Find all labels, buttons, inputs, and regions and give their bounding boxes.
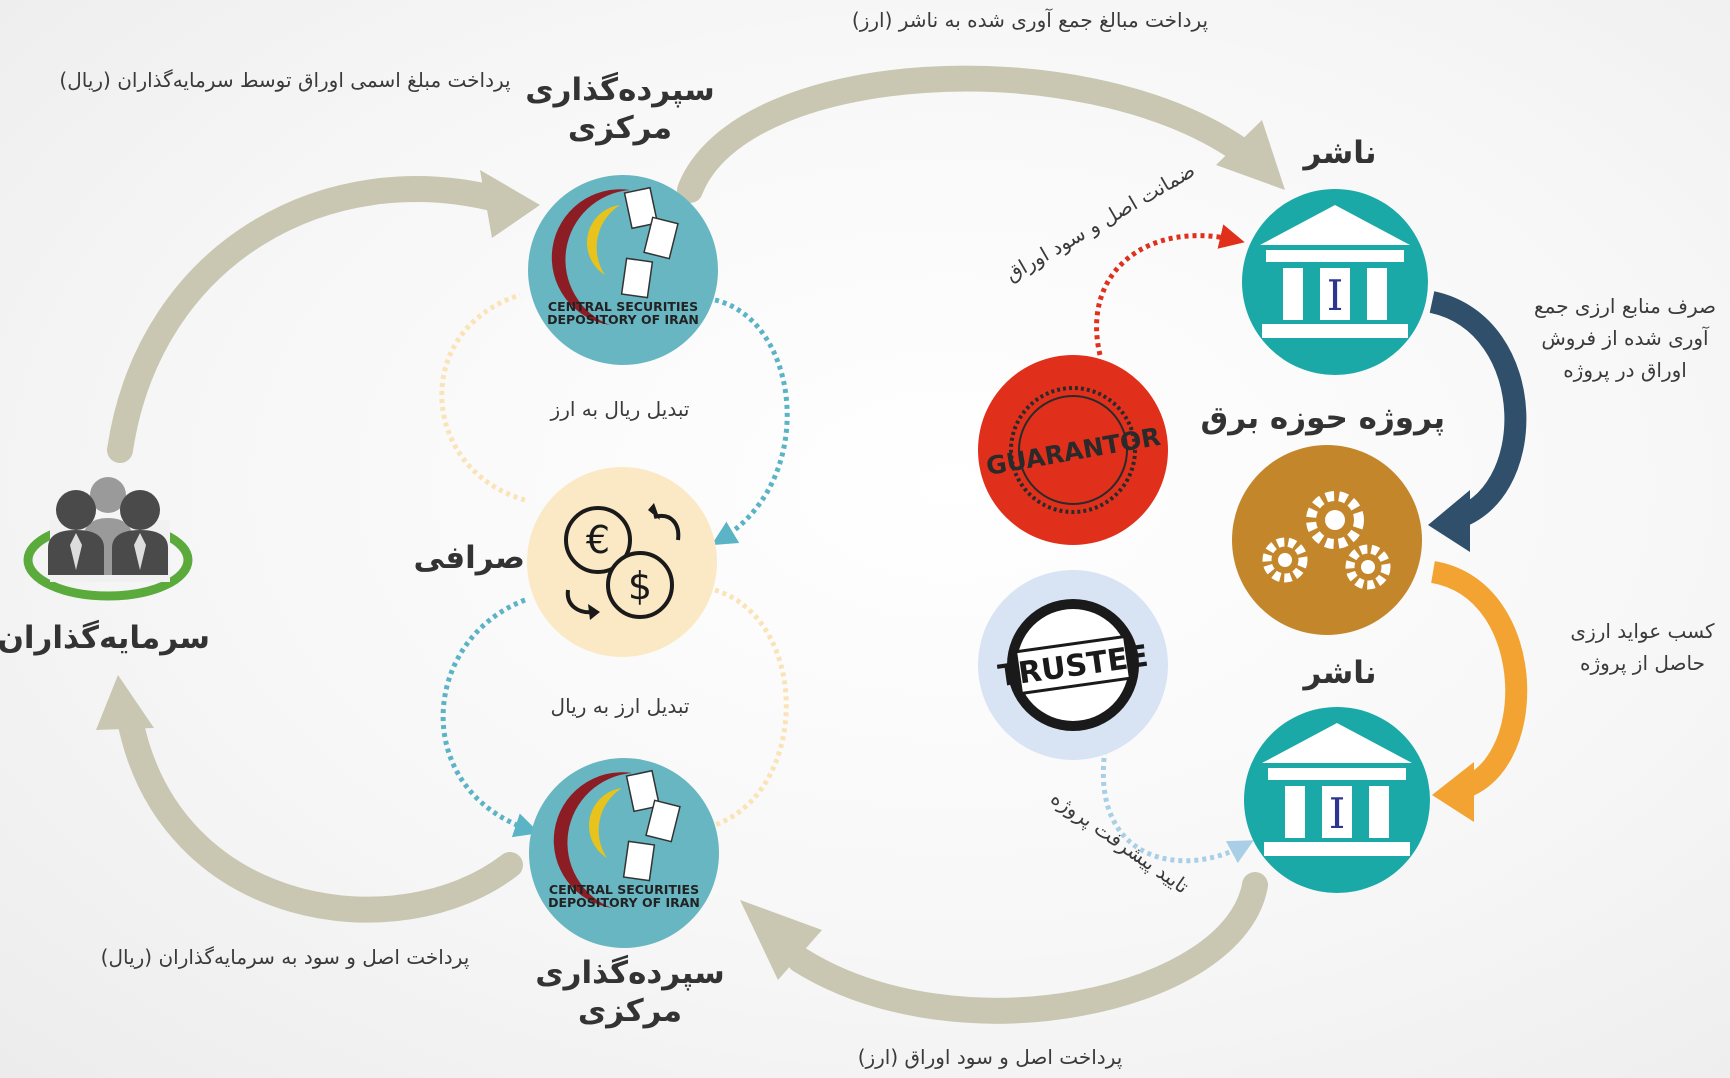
csd-bottom-title-line1: سپرده‌گذاری — [535, 955, 725, 991]
publisher-top-emblem: I — [1327, 271, 1344, 320]
label-csd-to-investors: پرداخت اصل و سود به سرمایه‌گذاران (ریال) — [100, 945, 470, 969]
trustee-stamp-icon: TRUSTEE — [978, 570, 1168, 760]
gears-icon — [1232, 445, 1422, 635]
faint-loop-right — [714, 587, 789, 828]
svg-text:$: $ — [628, 564, 652, 608]
csd-logo-top: CENTRAL SECURITIES DEPOSITORY OF IRAN — [528, 175, 718, 365]
label-earn-revenue: کسب عواید ارزی حاصل از پروژه — [1570, 619, 1715, 675]
csd-bottom-title: سپرده‌گذاری مرکزی — [530, 955, 730, 1031]
faint-loop-left — [439, 292, 526, 503]
dotted-arrow-trustee — [1100, 749, 1254, 864]
csd-top-title-line2: مرکزی — [567, 109, 673, 146]
project-title: پروژه حوزه برق — [1200, 400, 1446, 436]
publisher-top-title: ناشر — [1303, 135, 1377, 171]
label-fx-to-rial: تبدیل ارز به ریال — [550, 694, 690, 718]
csd-bottom-title-line2: مرکزی — [577, 992, 683, 1029]
dotted-arrow-exchange-to-csd — [440, 597, 540, 838]
csd-logo-bottom: CENTRAL SECURITIES DEPOSITORY OF IRAN — [529, 758, 719, 948]
csd-bottom-logo-line2: DEPOSITORY OF IRAN — [548, 895, 700, 910]
csd-top-logo-line2: DEPOSITORY OF IRAN — [547, 312, 699, 327]
guarantor-stamp-icon: GUARANTOR — [978, 355, 1168, 545]
label-publisher-to-csd: پرداخت اصل و سود اوراق (ارز) — [857, 1045, 1123, 1069]
label-investors-to-csd: پرداخت مبلغ اسمی اوراق توسط سرمایه‌گذارا… — [59, 68, 511, 92]
dotted-arrow-csd-to-exchange — [711, 297, 790, 546]
arrow-csd-to-publisher — [677, 65, 1285, 203]
dotted-arrow-guarantee — [1094, 224, 1245, 356]
arrow-project-to-publisher — [1430, 561, 1528, 822]
csd-top-title-line1: سپرده‌گذاری — [525, 72, 715, 108]
publisher-bottom-title: ناشر — [1303, 655, 1377, 691]
exchange-title: صرافی — [413, 540, 525, 576]
csd-top-title: سپرده‌گذاری مرکزی — [520, 72, 720, 148]
arrow-csd-to-investors — [96, 675, 523, 923]
label-rial-to-fx: تبدیل ریال به ارز — [550, 397, 690, 421]
label-csd-to-publisher: پرداخت مبالغ جمع آوری شده به ناشر (ارز) — [851, 8, 1209, 32]
investors-title: سرمایه‌گذاران — [0, 620, 210, 656]
exchange-icon: € $ — [527, 467, 717, 657]
csd-bottom-logo-line1: CENTRAL SECURITIES — [549, 882, 699, 897]
publisher-icon-top: I — [1242, 189, 1428, 375]
investors-icon — [23, 477, 193, 601]
csd-top-logo-line1: CENTRAL SECURITIES — [548, 299, 698, 314]
publisher-icon-bottom: I — [1244, 707, 1430, 893]
arrow-investors-to-csd — [107, 170, 540, 463]
publisher-bottom-emblem: I — [1329, 789, 1346, 838]
svg-text:€: € — [586, 518, 610, 562]
arrow-publisher-to-project — [1428, 291, 1527, 552]
arrow-publisher-to-csd — [740, 872, 1268, 1024]
label-spend-funds: صرف منابع ارزی جمع آوری شده از فروش اورا… — [1534, 294, 1716, 382]
